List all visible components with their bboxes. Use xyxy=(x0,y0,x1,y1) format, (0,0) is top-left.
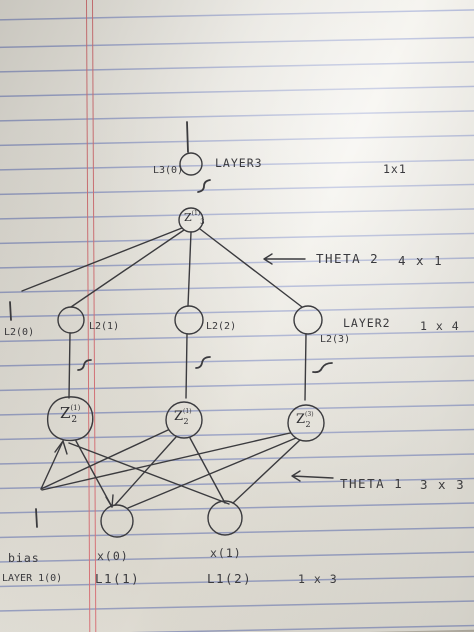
layer3-node xyxy=(179,152,203,176)
weight-line xyxy=(114,436,177,506)
weight-line xyxy=(232,439,301,504)
input-label: x(0) xyxy=(97,549,129,563)
theta2-size: 4 x 1 xyxy=(398,253,444,268)
weight-line xyxy=(40,440,64,490)
theta1-size: 3 x 3 xyxy=(420,477,466,492)
z2-label: Z(1)2 xyxy=(60,404,81,425)
input-node xyxy=(207,500,243,536)
layer1-size: 1 x 3 xyxy=(298,572,338,586)
weight-line xyxy=(199,228,303,308)
activation-line xyxy=(185,333,188,399)
layer2-node xyxy=(293,305,323,335)
theta2-label: THETA 2 xyxy=(316,251,380,266)
layer2-bias-label: L2(0) xyxy=(4,327,35,338)
layer2-size: 1 x 4 xyxy=(420,319,460,333)
layer3-size: 1x1 xyxy=(383,162,407,176)
layer3-node-label: L3(0) xyxy=(153,165,184,176)
input-node xyxy=(100,504,134,538)
layer2-node-label: L2(1) xyxy=(89,321,120,332)
bias-tick xyxy=(35,508,38,528)
weight-line xyxy=(127,437,297,509)
z2-label: Z(1)2 xyxy=(174,407,192,426)
weight-line xyxy=(41,432,291,491)
theta2-arrow-icon xyxy=(263,253,306,265)
layer2-node xyxy=(57,306,85,334)
weight-line xyxy=(70,229,185,308)
activation-line xyxy=(304,333,307,401)
layer2-node-label: L2(3) xyxy=(320,334,351,345)
output-line xyxy=(186,121,189,153)
z2-node xyxy=(287,404,325,442)
bias-tick xyxy=(9,301,12,321)
z2-node xyxy=(165,401,203,439)
weight-line xyxy=(75,440,113,508)
sigmoid-icon xyxy=(77,359,92,371)
layer1-node-name: L1(2) xyxy=(207,571,253,586)
weight-line xyxy=(40,429,169,490)
theta1-label: THETA 1 xyxy=(340,476,404,491)
layer2-node-label: L2(2) xyxy=(206,321,237,332)
weight-line xyxy=(187,231,192,307)
sigmoid-icon xyxy=(312,362,333,374)
layer3-label: LAYER3 xyxy=(215,156,263,170)
theta1-arrow-icon xyxy=(291,470,334,482)
z2-label: Z(3)2 xyxy=(296,410,314,429)
sigmoid-icon xyxy=(197,179,211,193)
layer2-label: LAYER2 xyxy=(343,316,391,330)
layer1-node-name: L1(1) xyxy=(95,571,141,586)
arrowhead-icon xyxy=(105,494,114,508)
weight-line xyxy=(68,442,230,505)
sigmoid-icon xyxy=(195,356,211,369)
input-label: x(1) xyxy=(210,546,242,560)
z3-label: Z(1)3 xyxy=(184,210,205,227)
layer2-node xyxy=(174,305,204,335)
bias-label: bias xyxy=(8,551,40,565)
weight-line xyxy=(189,437,226,504)
z2-node xyxy=(46,396,94,442)
weight-line xyxy=(21,227,183,292)
layer1-bias-name: LAYER 1(0) xyxy=(2,573,63,584)
activation-line xyxy=(68,332,71,399)
arrowhead-icon xyxy=(54,440,68,455)
